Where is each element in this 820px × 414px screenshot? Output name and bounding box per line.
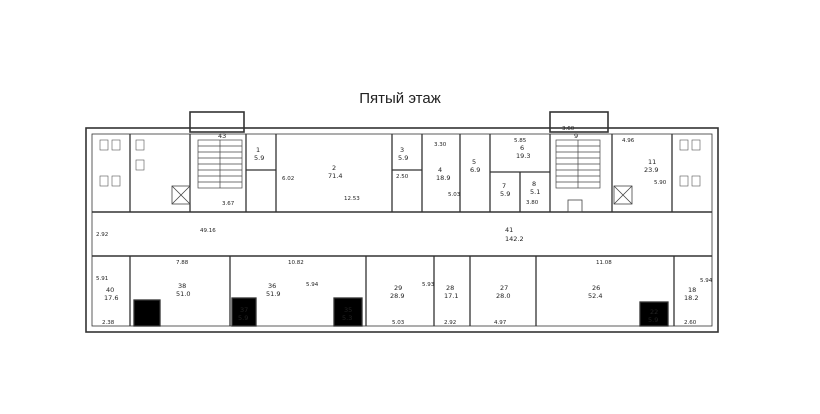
room-29-dim-b: 5.03 [392,320,405,326]
room-27-dim: 4.97 [494,320,507,326]
room-36-dim-b: 5.94 [306,282,319,288]
room-29-dim-a: 5.93 [422,282,435,288]
room-40-dim-a: 5.91 [96,276,108,282]
room-3-number: 3 [400,146,404,154]
room-22-number: 22 [650,308,658,316]
room-26-area: 52.4 [588,292,602,300]
room-2-dim-b: 12.53 [344,196,360,202]
room-38-area: 51.0 [176,290,190,298]
room-29-number: 29 [394,284,402,292]
room-11-number: 11 [648,158,656,166]
room-36-area: 51.9 [266,290,280,298]
room-5-number: 5 [472,158,476,166]
room-26-number: 26 [592,284,600,292]
room-11-dim-a: 4.96 [622,138,635,144]
room-36-dim-a: 10.82 [288,260,304,266]
room-11-dim-b: 5.90 [654,180,667,186]
floor-title: Пятый этаж [359,90,441,107]
room-36-number: 36 [268,282,276,290]
room-8-area: 5.1 [530,188,540,196]
room-8-dim: 3.80 [526,200,539,206]
room-37-number: 37 [240,306,248,314]
room-18-dim-b: 2.60 [684,320,697,326]
room-5-area: 6.9 [470,166,480,174]
room-8-number: 8 [532,180,536,188]
room-9-dim: 3.60 [562,126,575,132]
room-27-number: 27 [500,284,508,292]
room-18-dim-a: 5.94 [700,278,713,284]
room-4-number: 4 [438,166,442,174]
room-4-dim-b: 5.03 [448,192,461,198]
room-35-number: 35 [344,306,352,314]
room-6-number: 6 [520,144,524,152]
room-38-number: 38 [178,282,186,290]
room-6-area: 19.3 [516,152,530,160]
inner-wall [91,133,713,327]
stair-tower-left [189,111,245,133]
room-35-area: 5.3 [342,314,352,322]
room-2-area: 71.4 [328,172,342,180]
room-26-dim: 11.08 [596,260,612,266]
room-43-number: 43 [218,132,226,140]
room-28-number: 28 [446,284,454,292]
room-38-dim: 7.88 [176,260,189,266]
corridor-number: 41 [505,226,513,234]
room-22-area: 5.9 [648,316,658,324]
room-1-area: 5.9 [254,154,264,162]
room-27-area: 28.0 [496,292,510,300]
room-40-dim-b: 2.38 [102,320,115,326]
corridor-length: 49.16 [200,228,216,234]
stair-tower-right [549,111,609,133]
room-4-area: 18.9 [436,174,450,182]
room-9-number: 9 [574,132,578,140]
room-28-area: 17.1 [444,292,458,300]
corridor-width: 2.92 [96,232,108,238]
room-2-dim-a: 6.02 [282,176,294,182]
room-3-dim: 2.50 [396,174,409,180]
room-40-area: 17.6 [104,294,118,302]
room-7-area: 5.9 [500,190,510,198]
room-7-number: 7 [502,182,506,190]
room-4-dim-a: 3.30 [434,142,447,148]
room-37-area: 5.9 [238,314,248,322]
room-6-dim: 5.85 [514,138,527,144]
room-3-area: 5.9 [398,154,408,162]
room-11-area: 23.9 [644,166,658,174]
corridor-area: 142.2 [505,235,524,243]
room-43-dim: 3.67 [222,201,235,207]
room-18-number: 18 [688,286,696,294]
room-2-number: 2 [332,164,336,172]
room-18-area: 18.2 [684,294,698,302]
room-28-dim: 2.92 [444,320,456,326]
room-1-number: 1 [256,146,260,154]
room-40-number: 40 [106,286,114,294]
room-29-area: 28.9 [390,292,404,300]
